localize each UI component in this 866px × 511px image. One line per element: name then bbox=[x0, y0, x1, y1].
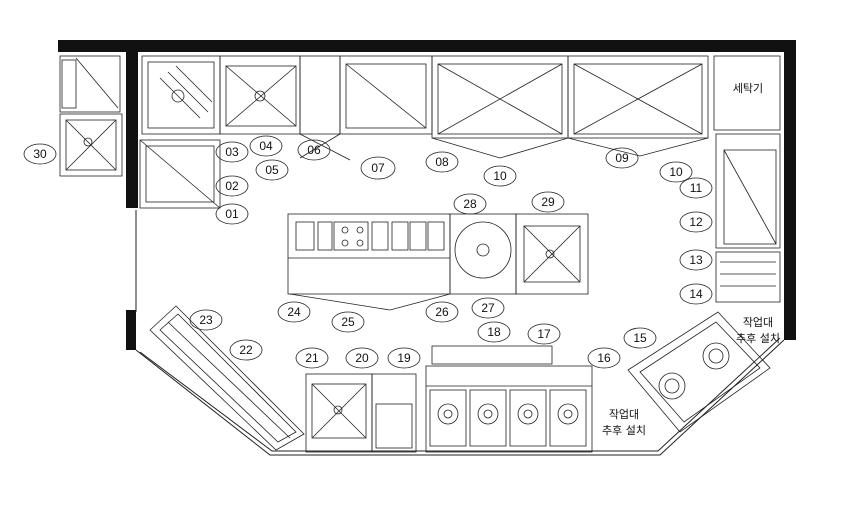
label-ellipse-11 bbox=[679, 177, 713, 199]
label-07: 07 bbox=[371, 161, 385, 175]
label-08: 08 bbox=[435, 155, 449, 169]
label-06: 06 bbox=[307, 143, 321, 157]
label-15: 15 bbox=[633, 331, 647, 345]
wall-left-lower bbox=[126, 310, 136, 350]
label-16: 16 bbox=[597, 351, 611, 365]
label-20: 20 bbox=[355, 351, 369, 365]
washer-label: 세탁기 bbox=[733, 82, 763, 95]
label-ellipse-02 bbox=[215, 175, 249, 197]
label-ellipse-28 bbox=[453, 193, 487, 215]
korean-annotations: 세탁기 작업대 추후 설치 작업대 추후 설치 bbox=[602, 82, 780, 437]
center-island bbox=[287, 213, 589, 311]
right-column-11-14 bbox=[715, 133, 781, 303]
label-ellipse-07 bbox=[360, 156, 396, 180]
label-ellipse-01 bbox=[215, 203, 249, 225]
left-column-01-02 bbox=[139, 139, 221, 209]
label-03: 03 bbox=[225, 145, 239, 159]
label-ellipse-06 bbox=[297, 139, 331, 161]
label-21: 21 bbox=[305, 351, 319, 365]
wall-left-upper bbox=[126, 40, 138, 208]
label-ellipse-13 bbox=[679, 249, 713, 271]
walls bbox=[58, 40, 796, 350]
top-counter-run bbox=[141, 55, 781, 161]
label-02: 02 bbox=[225, 179, 239, 193]
label-ellipse-29 bbox=[531, 191, 565, 213]
label-ellipse-22 bbox=[229, 339, 263, 361]
number-label-texts: 30 01 02 03 04 05 06 07 08 10 09 10 11 1… bbox=[33, 139, 703, 365]
label-26: 26 bbox=[435, 305, 449, 319]
label-28: 28 bbox=[463, 197, 477, 211]
label-ellipse-27 bbox=[471, 297, 505, 319]
label-ellipse-16 bbox=[587, 347, 621, 369]
label-14: 14 bbox=[689, 287, 703, 301]
label-ellipse-17 bbox=[527, 323, 561, 345]
wall-right bbox=[784, 40, 796, 340]
install-later-label-bottom: 추후 설치 bbox=[602, 424, 646, 437]
label-18: 18 bbox=[487, 325, 501, 339]
label-04: 04 bbox=[259, 139, 273, 153]
label-23: 23 bbox=[199, 313, 213, 327]
outer-boundary bbox=[135, 210, 785, 456]
number-labels bbox=[23, 135, 713, 369]
label-ellipse-12 bbox=[679, 211, 713, 233]
label-12: 12 bbox=[689, 215, 703, 229]
label-09: 09 bbox=[615, 151, 629, 165]
label-ellipse-05 bbox=[255, 159, 289, 181]
label-ellipse-25 bbox=[331, 311, 365, 333]
label-25: 25 bbox=[341, 315, 355, 329]
angled-counter-22-23 bbox=[149, 305, 305, 451]
label-ellipse-10b bbox=[659, 161, 693, 183]
label-ellipse-15 bbox=[623, 327, 657, 349]
label-ellipse-14 bbox=[679, 283, 713, 305]
label-29: 29 bbox=[541, 195, 555, 209]
label-17: 17 bbox=[537, 327, 551, 341]
label-13: 13 bbox=[689, 253, 703, 267]
label-ellipse-08 bbox=[425, 151, 459, 173]
label-ellipse-30 bbox=[23, 143, 57, 165]
label-30: 30 bbox=[33, 147, 47, 161]
label-27: 27 bbox=[481, 301, 495, 315]
label-ellipse-21 bbox=[295, 347, 329, 369]
label-24: 24 bbox=[287, 305, 301, 319]
equipment-30-sink bbox=[59, 55, 123, 177]
label-ellipse-20 bbox=[345, 347, 379, 369]
label-ellipse-10a bbox=[483, 165, 517, 187]
label-ellipse-23 bbox=[189, 309, 223, 331]
label-10a: 10 bbox=[493, 169, 507, 183]
label-ellipse-18 bbox=[477, 321, 511, 343]
label-11: 11 bbox=[690, 181, 703, 195]
label-01: 01 bbox=[225, 207, 239, 221]
burner-unit-15 bbox=[627, 311, 771, 433]
label-19: 19 bbox=[397, 351, 411, 365]
label-ellipse-04 bbox=[249, 135, 283, 157]
label-ellipse-03 bbox=[215, 141, 249, 163]
label-22: 22 bbox=[239, 343, 253, 357]
wall-top bbox=[58, 40, 796, 52]
install-later-label-right: 추후 설치 bbox=[736, 332, 780, 345]
workbench-label-bottom: 작업대 bbox=[609, 408, 639, 421]
label-ellipse-19 bbox=[387, 347, 421, 369]
label-ellipse-26 bbox=[425, 301, 459, 323]
label-ellipse-09 bbox=[605, 147, 639, 169]
label-ellipse-24 bbox=[277, 301, 311, 323]
bottom-sinks-19-21 bbox=[305, 373, 417, 453]
range-17-18 bbox=[425, 345, 593, 453]
label-05: 05 bbox=[265, 163, 279, 177]
workbench-label-right: 작업대 bbox=[743, 316, 773, 329]
label-10b: 10 bbox=[669, 165, 683, 179]
